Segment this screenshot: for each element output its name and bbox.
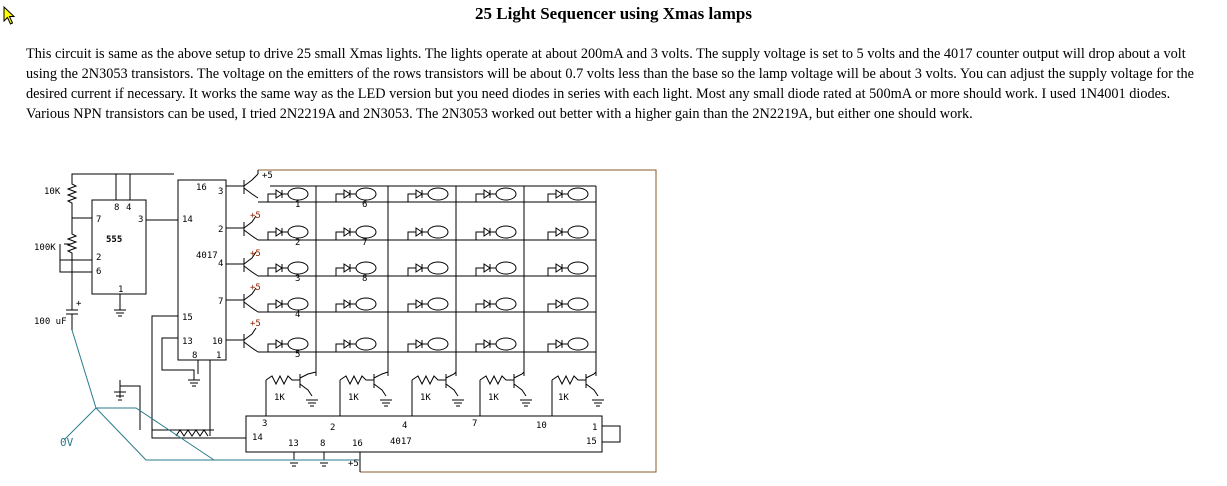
supply-label: +5 <box>250 319 261 329</box>
lamp-cell <box>407 297 449 312</box>
lamp-cell <box>475 297 517 312</box>
lamp-cell <box>335 261 377 276</box>
pin-label: 10 <box>536 421 547 431</box>
pin-label: 13 <box>288 439 299 449</box>
supply-label: +5 <box>250 249 261 259</box>
pin-label: 14 <box>252 433 263 443</box>
pin-label: 6 <box>96 267 101 277</box>
pin-label: 2 <box>218 225 223 235</box>
ground-0v-label: 0V <box>60 436 74 449</box>
pin-label: 1 <box>592 423 597 433</box>
pin-label: 2 <box>330 423 335 433</box>
capacitor-label: 100 uF <box>34 317 67 327</box>
supply-label: +5 <box>348 459 359 469</box>
resistor-100k-label: 100K <box>34 243 56 253</box>
pin-label: 3 <box>262 419 267 429</box>
supply-label: +5 <box>250 283 261 293</box>
lamp-number: 8 <box>362 274 367 284</box>
resistor-1k-label: 1K <box>558 393 569 403</box>
pin-label: 16 <box>196 183 207 193</box>
pin-label: 1 <box>118 285 123 295</box>
lamp-cell <box>475 187 517 202</box>
pin-label: 14 <box>182 215 193 225</box>
mouse-cursor-icon <box>3 6 16 25</box>
capacitor-plus-label: + <box>76 299 82 309</box>
pin-label: 3 <box>138 215 143 225</box>
supply-label: +5 <box>250 211 261 221</box>
ic-4017-top-label: 4017 <box>196 251 218 261</box>
pin-label: 4 <box>218 259 223 269</box>
lamp-cell <box>547 297 589 312</box>
schematic-diagram: 10K 100K 100 uF + 555 8 4 7 3 2 6 1 4017… <box>34 169 657 473</box>
lamp-cell <box>475 225 517 240</box>
pin-label: 8 <box>320 439 325 449</box>
pin-label: 7 <box>96 215 101 225</box>
pin-label: 13 <box>182 337 193 347</box>
lamp-number: 1 <box>295 200 300 210</box>
lamp-cell <box>335 225 377 240</box>
resistor-1k-label: 1K <box>274 393 285 403</box>
supply-label: +5 <box>262 171 273 181</box>
lamp-cell <box>335 297 377 312</box>
pin-label: 3 <box>218 187 223 197</box>
pin-label: 16 <box>352 439 363 449</box>
lamp-cell <box>407 337 449 352</box>
ic-4017-bottom-label: 4017 <box>390 437 412 447</box>
description-paragraph: This circuit is same as the above setup … <box>26 46 1194 122</box>
lamp-cell <box>475 337 517 352</box>
ic-555-label: 555 <box>106 235 122 245</box>
lamp-cell <box>267 337 309 352</box>
pin-label: 15 <box>586 437 597 447</box>
pin-label: 7 <box>218 297 223 307</box>
pin-label: 7 <box>472 419 477 429</box>
lamp-cell <box>407 225 449 240</box>
pin-label: 8 <box>192 351 197 361</box>
resistor-1k-label: 1K <box>348 393 359 403</box>
lamp-number: 4 <box>295 310 300 320</box>
pin-label: 10 <box>212 337 223 347</box>
lamp-number: 5 <box>295 350 300 360</box>
lamp-cell <box>475 261 517 276</box>
resistor-1k-label: 1K <box>488 393 499 403</box>
pin-label: 1 <box>216 351 221 361</box>
lamp-cell <box>335 337 377 352</box>
lamp-cell <box>547 225 589 240</box>
pin-label: 4 <box>126 203 131 213</box>
lamp-cell <box>267 297 309 312</box>
resistor-10k-label: 10K <box>44 187 61 197</box>
pin-label: 15 <box>182 313 193 323</box>
lamp-number: 7 <box>362 238 367 248</box>
pin-label: 4 <box>402 421 407 431</box>
lamp-cell <box>267 261 309 276</box>
lamp-number: 3 <box>295 274 300 284</box>
lamp-cell <box>407 261 449 276</box>
lamp-cell <box>407 187 449 202</box>
resistor-1k-label: 1K <box>420 393 431 403</box>
lamp-cell <box>547 337 589 352</box>
pin-label: 8 <box>114 203 119 213</box>
lamp-number: 2 <box>295 238 300 248</box>
lamp-cell <box>547 261 589 276</box>
lamp-cell <box>335 187 377 202</box>
lamp-cell <box>267 225 309 240</box>
pin-label: 2 <box>96 253 101 263</box>
lamp-number: 6 <box>362 200 367 210</box>
lamp-cell <box>547 187 589 202</box>
page-title: 25 Light Sequencer using Xmas lamps <box>475 4 752 23</box>
